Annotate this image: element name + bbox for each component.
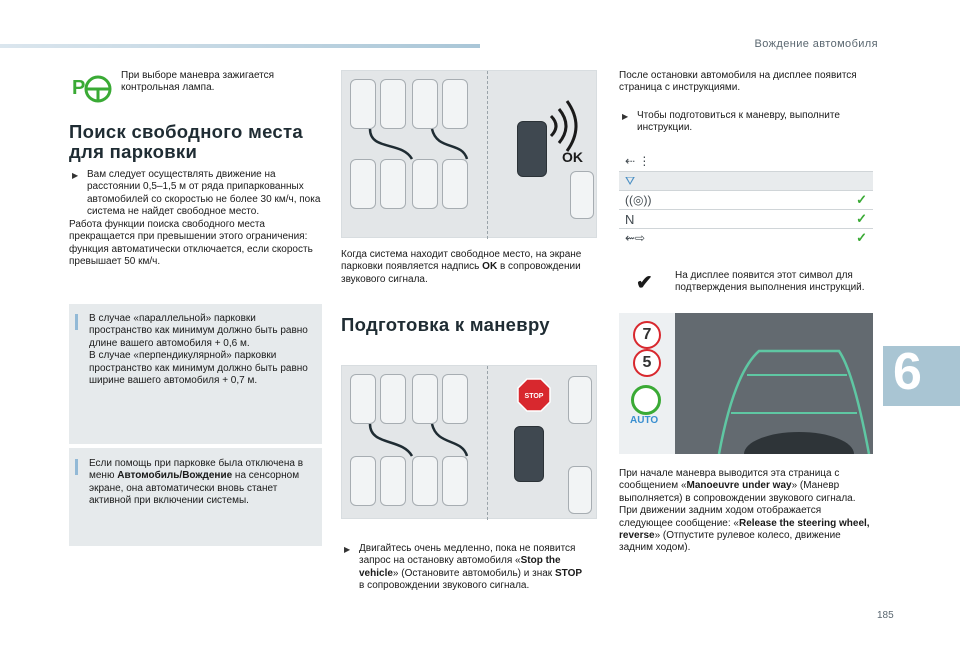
check-icon: ✓ [856,211,867,226]
check-icon: ✓ [856,192,867,207]
bullet-marker-icon: ▶ [344,545,351,554]
sound-waves-icon [549,100,578,152]
auto-steering-icon [631,385,661,415]
ok-label: OK [562,149,583,165]
own-car-icon [514,426,544,482]
para-instructions-page: После остановки автомобиля на дисплее по… [619,70,857,94]
heading-find-space-line2: для парковки [69,141,198,162]
page-number: 185 [877,610,894,621]
note-reactivation-text: Если помощь при парковке была отключена … [89,458,304,507]
illustration-space-found: OK [341,70,597,239]
note-box-dimensions [69,304,322,444]
heading-find-space-line1: Поиск свободного места [69,121,303,142]
stop-sign-icon: STOP [517,378,551,412]
rear-camera-view: 7 5 AUTO [619,313,873,454]
menu-row-neutral: N ✓ [619,209,873,228]
para-limit-text: Работа функции поиска свободного места п… [69,219,313,268]
path-arrows-icon [368,423,469,457]
arrow-left-icon: ⇠ ⋮ [625,154,651,168]
checkmark-symbol-icon: ✔ [636,272,653,294]
note-box-reactivation [69,448,322,546]
bullet-speed-text: Вам следует осуществлять движение на рас… [87,169,321,218]
svg-text:STOP: STOP [525,393,544,400]
bullet-move-slowly-text: Двигайтесь очень медленно, пока не появи… [359,543,583,592]
chapter-tab [883,346,960,406]
camera-guidelines-icon [619,313,873,454]
neutral-n-icon: N [625,212,635,227]
distance-7-label: 7 [633,321,661,349]
header-accent-bar [0,44,480,48]
distance-5-label: 5 [633,349,661,377]
caption-ok-text: Когда система находит свободное место, н… [341,249,582,285]
instruction-menu: ⇠ ⋮ ⛛ ((◎)) ✓ N ✓ ⇜⇨ ✓ [619,152,873,246]
steering-sensor-icon: ((◎)) [625,193,652,207]
menu-row-back: ⇠ ⋮ [619,152,873,171]
note-accent-icon [75,459,78,475]
chapter-number: 6 [893,343,922,401]
park-assist-icon: ⛛ [625,174,636,188]
menu-row-park-assist: ⛛ [619,171,873,190]
illustration-stop: STOP [341,365,597,520]
lamp-text: При выборе маневра зажигается контрольна… [121,70,275,94]
park-assist-lamp-icon: P [72,75,112,103]
bullet-follow-instructions: Чтобы подготовиться к маневру, выполните… [637,110,840,134]
direction-arrows-icon: ⇜⇨ [625,231,646,245]
heading-prepare-manoeuvre: Подготовка к маневру [341,314,550,335]
svg-text:P: P [72,77,85,99]
path-arrows-icon [368,128,469,160]
note-accent-icon [75,314,78,330]
check-symbol-text: На дисплее появится этот символ для подт… [675,270,865,294]
auto-label: AUTO [630,415,659,426]
check-icon: ✓ [856,230,867,245]
section-title: Вождение автомобиля [754,38,878,50]
manoeuvre-text: При начале маневра выводится эта страниц… [619,468,870,554]
note-dimensions-text: В случае «параллельной» парковки простра… [89,313,308,387]
bullet-marker-icon: ▶ [622,112,629,121]
menu-row-direction: ⇜⇨ ✓ [619,228,873,247]
own-car-icon [517,121,547,177]
bullet-marker-icon: ▶ [72,171,79,180]
menu-row-steering: ((◎)) ✓ [619,190,873,209]
